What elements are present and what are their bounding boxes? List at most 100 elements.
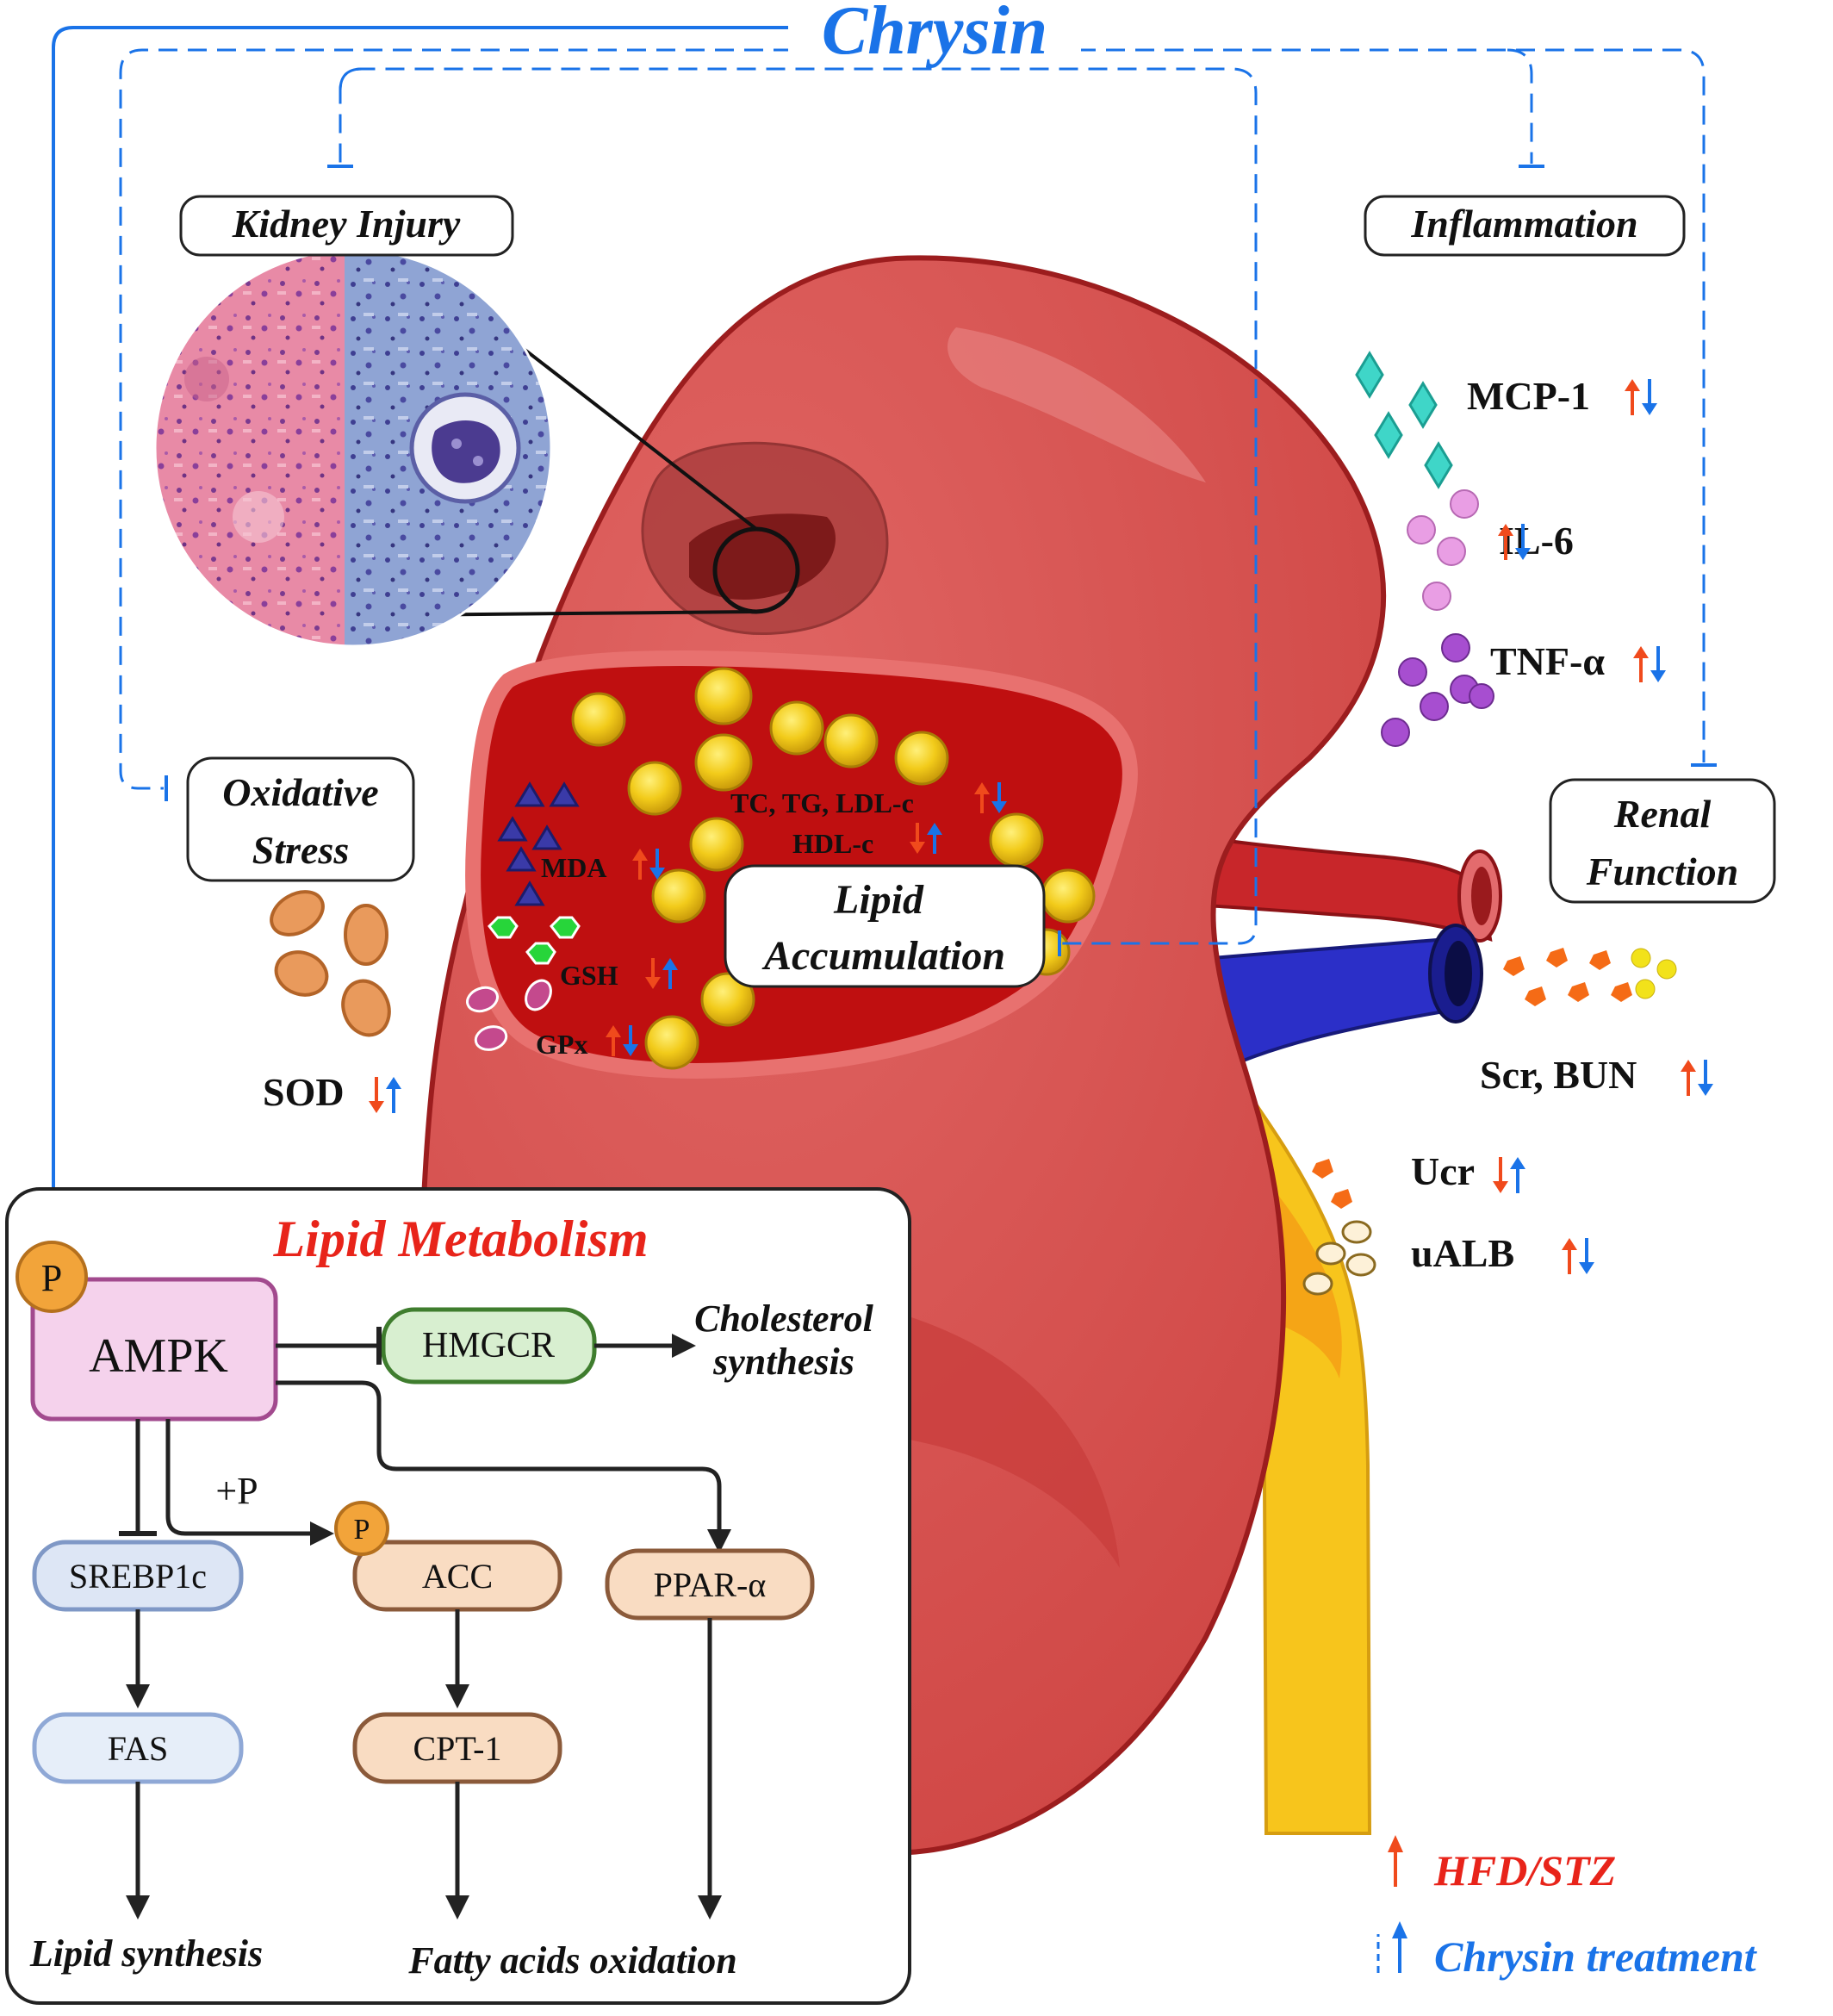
fas-label: FAS	[108, 1729, 168, 1768]
mda-triangles	[497, 781, 580, 906]
cpt1-label: CPT-1	[413, 1729, 501, 1768]
il6-label: IL-6	[1499, 519, 1574, 563]
chrysin-title-bg	[788, 0, 1081, 65]
oxidative-stress-label-2: Stress	[252, 828, 349, 872]
chrysin-ampk-line	[52, 26, 792, 1223]
chrysin-inflammation-dashed	[1507, 48, 1533, 164]
fat-droplet	[644, 1015, 699, 1070]
up-arrow-icon	[1625, 379, 1640, 415]
legend-hfd-label: HFD/STZ	[1433, 1846, 1616, 1895]
lipids-label-2: HDL-c	[792, 828, 873, 859]
down-arrow-icon	[991, 782, 1007, 813]
sod-label: SOD	[263, 1070, 345, 1114]
mcp1-diamonds	[1355, 351, 1453, 489]
acc-phospho-label: P	[354, 1514, 370, 1546]
artery-lumen	[1471, 867, 1492, 925]
ampk-label: AMPK	[89, 1329, 228, 1383]
up-arrow-icon	[386, 1077, 401, 1113]
chrysin-right-dashed	[1077, 48, 1706, 762]
ualb-label: uALB	[1411, 1231, 1514, 1275]
up-arrow-icon	[1633, 646, 1649, 682]
lipid-accumulation-label-2: Accumulation	[761, 933, 1005, 979]
gpx-shapes	[466, 979, 552, 1051]
ampk-ppar-line	[276, 1380, 722, 1529]
chrysin-title: Chrysin	[822, 0, 1047, 69]
fat-droplet	[700, 972, 755, 1027]
fas-lipid-arrowhead	[126, 1895, 150, 1920]
ppar-fao-arrowhead	[698, 1895, 722, 1920]
hmgcr-label: HMGCR	[422, 1326, 555, 1366]
inflammation-label: Inflammation	[1410, 202, 1637, 246]
up-arrow-icon	[606, 1025, 621, 1056]
cholesterol-label-2: synthesis	[712, 1341, 854, 1383]
fat-droplet	[694, 667, 753, 725]
acc-label: ACC	[422, 1557, 493, 1596]
fat-droplet	[769, 700, 824, 756]
ucr-label: Ucr	[1411, 1149, 1475, 1193]
chrysin-oxidative-dashed	[119, 48, 792, 790]
fat-droplet	[894, 731, 949, 786]
tnfa-label: TNF-α	[1490, 639, 1605, 683]
down-arrow-icon	[369, 1077, 384, 1113]
lipids-label-1: TC, TG, LDL-c	[730, 787, 914, 818]
oxidative-stress-box	[186, 756, 415, 882]
kidney-highlight	[948, 327, 1206, 482]
down-arrow-icon	[1642, 379, 1657, 415]
il6-circles	[1407, 489, 1479, 611]
fa-oxidation-label: Fatty acids oxidation	[407, 1939, 736, 1982]
renal-function-label-2: Function	[1586, 849, 1738, 893]
renal-function-box	[1549, 778, 1776, 904]
ampk-ppar-arrowhead	[707, 1529, 731, 1553]
inflammation-box	[1364, 195, 1686, 257]
scr-bun-label: Scr, BUN	[1480, 1053, 1637, 1097]
down-arrow-icon	[649, 849, 665, 880]
scr-bun-particles	[1302, 948, 1677, 1296]
srebp1c-label: SREBP1c	[69, 1557, 207, 1596]
fat-droplet	[627, 761, 682, 816]
fat-droplet	[1041, 868, 1096, 924]
down-arrow-icon	[910, 823, 925, 854]
renal-function-label-1: Renal	[1613, 792, 1712, 836]
ampk-acc-arrowhead	[310, 1521, 334, 1546]
up-arrow-icon	[632, 849, 648, 880]
marker-labels: MCP-1 IL-6 TNF-α SOD MDA GSH GPx TC, TG,…	[263, 374, 1637, 1275]
hmgcr-cholesterol-arrowhead	[672, 1334, 696, 1358]
chrysin-kidney-junction	[339, 67, 1258, 945]
legend-chrysin-label: Chrysin treatment	[1434, 1932, 1758, 1981]
mcp1-label: MCP-1	[1467, 374, 1590, 418]
plus-p-label: +P	[215, 1470, 258, 1512]
up-arrow-icon	[662, 958, 678, 989]
down-arrow-icon	[645, 958, 661, 989]
cpt1-fao-arrowhead	[445, 1895, 469, 1920]
fat-droplet	[651, 868, 706, 924]
ampk-node	[30, 1277, 278, 1422]
up-arrow-icon	[1681, 1060, 1696, 1096]
legend-chrysin-arrowhead	[1392, 1921, 1407, 1938]
chrysin-kidney-injury-dashed	[339, 67, 363, 164]
gsh-hexagons	[488, 916, 581, 965]
legend-hfd-arrowhead	[1388, 1835, 1403, 1852]
fat-droplet	[689, 817, 744, 872]
down-arrow-icon	[623, 1025, 638, 1056]
lipid-synthesis-label: Lipid synthesis	[29, 1932, 263, 1975]
up-arrow-icon	[1510, 1157, 1525, 1193]
ampk-phospho-circle	[16, 1241, 88, 1313]
acc-phospho-circle	[334, 1501, 389, 1556]
up-arrow-icon	[927, 823, 942, 854]
up-arrow-icon	[1498, 524, 1513, 560]
up-arrow-icon	[974, 782, 990, 813]
fat-droplet	[823, 713, 879, 768]
ppar-label: PPAR-α	[654, 1565, 767, 1604]
mda-label: MDA	[541, 852, 606, 883]
fat-droplet	[989, 812, 1044, 868]
ampk-acc-line	[165, 1419, 310, 1536]
fat-droplet	[694, 733, 753, 792]
down-arrow-icon	[1493, 1157, 1508, 1193]
down-arrow-icon	[1579, 1238, 1594, 1274]
lipid-accumulation-label-1: Lipid	[833, 877, 924, 923]
fat-droplet	[571, 692, 626, 747]
cholesterol-label-1: Cholesterol	[694, 1297, 874, 1340]
down-arrow-icon	[1698, 1060, 1713, 1096]
vein-lumen	[1445, 941, 1472, 1006]
